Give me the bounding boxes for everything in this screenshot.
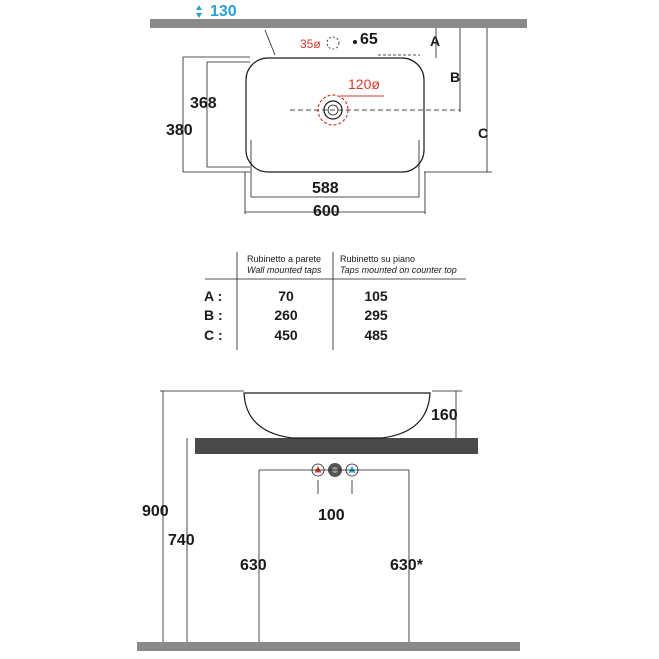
row-a-wall: 70 bbox=[278, 288, 294, 304]
dimension-table: Rubinetto a parete Wall mounted taps Rub… bbox=[204, 252, 466, 350]
basin-height-160: 160 bbox=[431, 407, 458, 424]
depth-dimensions: 368 380 bbox=[166, 56, 250, 173]
col1-title: Rubinetto a parete bbox=[247, 254, 321, 264]
width-600: 600 bbox=[313, 203, 340, 220]
countertop bbox=[195, 438, 478, 454]
row-c-label: C : bbox=[204, 327, 223, 343]
width-dimensions: 588 600 bbox=[244, 140, 426, 220]
tap-hole-circle bbox=[326, 36, 340, 50]
label-a: A bbox=[430, 33, 440, 49]
row-c-wall: 450 bbox=[274, 327, 298, 343]
outlet-dims: 630 630* bbox=[240, 469, 424, 645]
total-height-900: 900 bbox=[142, 503, 169, 520]
tap-spacing-100: 100 bbox=[318, 507, 345, 524]
row-a-label: A : bbox=[204, 288, 222, 304]
up-arrow-icon bbox=[196, 5, 202, 10]
cold-water-icon bbox=[348, 466, 356, 473]
row-b-wall: 260 bbox=[274, 307, 298, 323]
height-callout: 130 bbox=[196, 3, 276, 56]
depth-380: 380 bbox=[166, 122, 193, 139]
row-c-counter: 485 bbox=[364, 327, 388, 343]
tap-hole-center-dot bbox=[353, 40, 357, 44]
outlet-height-right: 630* bbox=[390, 557, 424, 574]
drain-diameter: 120ø bbox=[348, 76, 380, 92]
col1-subtitle: Wall mounted taps bbox=[247, 265, 322, 275]
width-588: 588 bbox=[312, 180, 339, 197]
basin-outline-top bbox=[245, 57, 425, 173]
abc-dimensions: A B C bbox=[424, 28, 492, 173]
wall-bar-top bbox=[150, 19, 527, 28]
row-b-label: B : bbox=[204, 307, 223, 323]
tap-hole-offset: 65 bbox=[360, 31, 378, 48]
leader-line bbox=[264, 29, 276, 56]
label-c: C bbox=[478, 125, 488, 141]
down-arrow-icon bbox=[196, 13, 202, 18]
hot-water-icon bbox=[314, 466, 322, 473]
col2-title: Rubinetto su piano bbox=[340, 254, 415, 264]
drain: 120ø bbox=[290, 76, 460, 126]
row-a-counter: 105 bbox=[364, 288, 388, 304]
col2-subtitle: Taps mounted on counter top bbox=[340, 265, 457, 275]
tap-connections: 100 bbox=[300, 463, 370, 524]
label-b: B bbox=[450, 69, 460, 85]
height-130-label: 130 bbox=[210, 3, 237, 20]
tap-hole-diameter: 35ø bbox=[300, 37, 321, 51]
tap-hole: 35ø 65 bbox=[300, 31, 420, 56]
height-dims: 900 740 bbox=[142, 390, 244, 645]
outlet-height-left: 630 bbox=[240, 557, 267, 574]
basin-height-dim: 160 bbox=[431, 390, 462, 438]
basin-side-profile bbox=[243, 392, 431, 439]
row-b-counter: 295 bbox=[364, 307, 388, 323]
floor-bar bbox=[137, 642, 520, 651]
depth-368: 368 bbox=[190, 95, 217, 112]
counter-height-740: 740 bbox=[168, 532, 195, 549]
